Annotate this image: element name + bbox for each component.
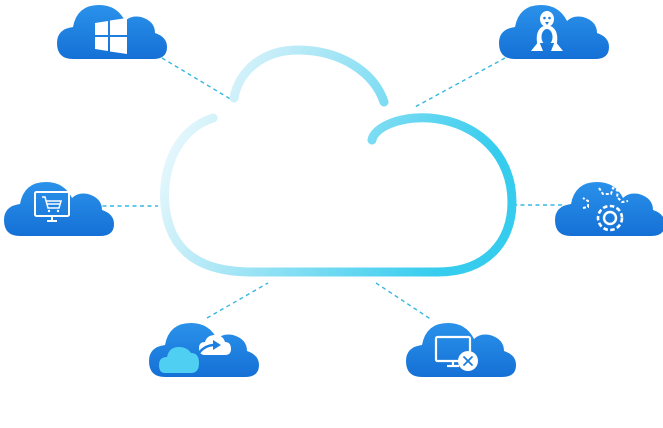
cloud-outline-icon — [160, 45, 517, 277]
connector-migrate — [206, 282, 269, 319]
gear-settings-icon — [582, 186, 629, 232]
node-cloud-settings — [555, 182, 663, 236]
connector-linux — [414, 57, 506, 108]
cloud-transfer-icon — [159, 335, 231, 373]
remote-desktop-icon — [434, 335, 478, 371]
hub-cloud — [160, 45, 517, 277]
node-migrate — [149, 323, 259, 377]
shopping-cart-monitor-icon — [34, 191, 70, 222]
connectors — [95, 57, 565, 321]
node-cloud-shop — [4, 182, 114, 236]
node-cloud-remote — [406, 323, 516, 377]
node-windows — [57, 5, 167, 59]
connector-windows — [161, 57, 233, 101]
node-settings — [555, 182, 663, 236]
windows-logo-icon — [95, 18, 127, 54]
node-shop — [4, 182, 114, 236]
node-linux — [499, 5, 609, 59]
linux-penguin-icon — [531, 11, 563, 51]
connector-remote — [375, 282, 433, 321]
node-remote — [406, 323, 516, 377]
